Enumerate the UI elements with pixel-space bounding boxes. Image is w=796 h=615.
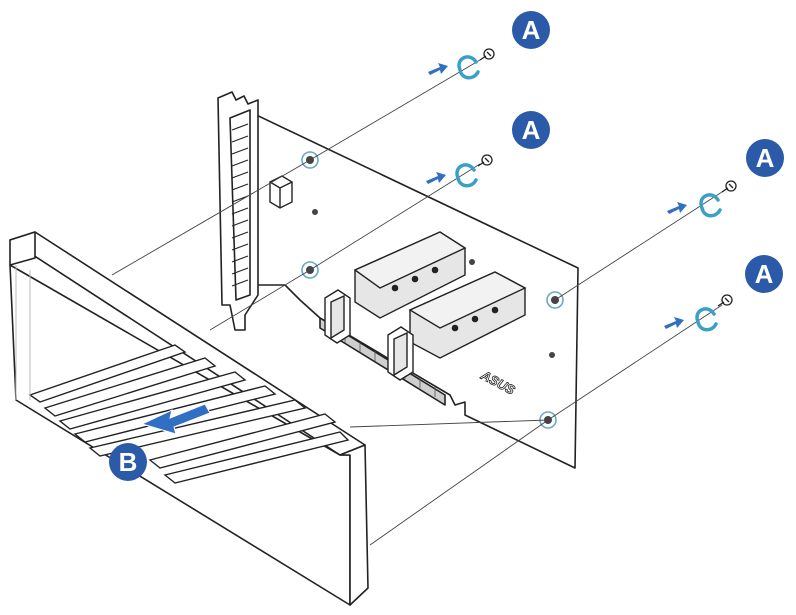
removal-arrow-icon	[140, 403, 211, 435]
svg-text:A: A	[522, 115, 541, 145]
callout-badge-a-2: A	[512, 111, 550, 149]
svg-text:B: B	[119, 447, 138, 477]
screw-icon	[717, 294, 733, 307]
screw-icon	[721, 180, 737, 193]
svg-text:A: A	[755, 259, 774, 289]
callout-badge-a-1: A	[512, 11, 550, 49]
screw-guide-lines	[111, 59, 726, 546]
callout-badge-a-3: A	[746, 139, 784, 177]
screw-assembly-2	[426, 154, 493, 188]
board-hole	[312, 209, 318, 215]
screw-icon	[477, 154, 493, 167]
push-arrow-icon	[664, 317, 684, 329]
m2-ssd-module-2	[408, 271, 527, 359]
screw-icon	[479, 48, 495, 61]
push-arrow-icon	[667, 202, 687, 214]
board-hole	[469, 259, 475, 265]
rotate-arrow-icon	[699, 193, 722, 218]
pci-bracket	[217, 91, 259, 331]
push-arrow-icon	[428, 63, 448, 75]
board-hole	[549, 352, 555, 358]
m2-slots	[324, 289, 414, 381]
rotate-arrow-icon	[455, 163, 478, 188]
heatsink-shading	[15, 265, 31, 400]
rotate-arrow-icon	[695, 307, 718, 332]
push-arrow-icon	[426, 172, 446, 184]
callout-badge-a-4: A	[745, 255, 783, 293]
screw-assembly-1	[428, 48, 495, 80]
m2-ssd-module-1	[353, 231, 467, 319]
callout-badge-b: B	[109, 443, 147, 481]
svg-text:A: A	[522, 15, 541, 45]
svg-text:A: A	[756, 143, 775, 173]
screw-assembly-4	[664, 294, 733, 332]
screw-assembly-3	[667, 180, 737, 218]
rotate-arrow-icon	[457, 55, 480, 80]
heatsink-fins	[28, 344, 350, 484]
